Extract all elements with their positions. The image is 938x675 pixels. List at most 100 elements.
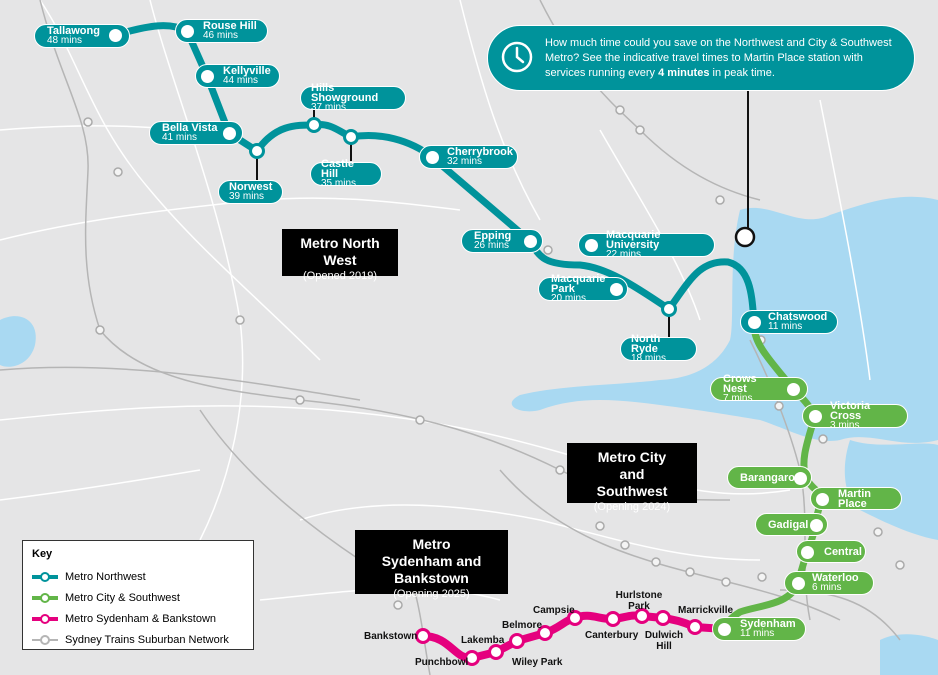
station-marker	[584, 238, 598, 252]
legend-title: Key	[32, 548, 53, 560]
station-marker	[800, 545, 814, 559]
station-name: Victoria Cross	[830, 400, 871, 422]
station-name: Castle Hill	[321, 158, 355, 180]
station-marker-north-ryde	[661, 301, 677, 317]
clock-icon	[501, 41, 533, 73]
station-marker-belmore	[537, 625, 553, 641]
legend-label: Sydney Trains Suburban Network	[65, 633, 229, 646]
station-martin-place: Martin Place	[810, 487, 902, 510]
station-label-campsie: Campsie	[533, 605, 575, 616]
region-title: Metro City and Southwest	[596, 449, 668, 499]
station-travel-time: 20 mins	[551, 293, 587, 304]
station-label-marrickville: Marrickville	[678, 605, 734, 616]
station-label-wiley-park: Wiley Park	[512, 657, 563, 668]
station-travel-time: 48 mins	[47, 35, 83, 46]
station-name: Central	[824, 545, 862, 558]
legend-item-northwest: Metro Northwest	[32, 566, 244, 587]
station-name: Gadigal	[768, 518, 809, 531]
station-name: Crows Nest	[723, 373, 757, 395]
station-travel-time: 41 mins	[162, 132, 198, 143]
station-travel-time: 18 mins	[631, 353, 667, 364]
station-label-canterbury: Canterbury	[585, 630, 639, 641]
station-name: Macquarie University	[606, 229, 661, 251]
legend-label: Metro Northwest	[65, 570, 146, 583]
station-barangaroo: Barangaroo	[727, 466, 812, 489]
station-name: Macquarie Park	[551, 273, 606, 295]
region-metro-sydenham-bankstown: Metro Sydenham and Bankstown (Opening 20…	[355, 530, 508, 600]
station-travel-time: 26 mins	[474, 240, 510, 251]
station-marker	[425, 150, 439, 164]
station-marker	[200, 69, 214, 83]
station-name: Hills Showground	[311, 82, 379, 104]
station-travel-time: 44 mins	[223, 75, 259, 86]
callout-text-end: in peak time.	[709, 67, 775, 79]
station-label-belmore: Belmore	[502, 620, 543, 631]
region-metro-city-southwest: Metro City and Southwest (Opening 2024)	[567, 443, 697, 513]
travel-time-callout: How much time could you save on the Nort…	[487, 25, 915, 91]
station-travel-time: 37 mins	[311, 102, 347, 113]
station-marker-castle-hill	[343, 129, 359, 145]
station-marker	[791, 576, 805, 590]
station-travel-time: 35 mins	[321, 178, 357, 189]
callout-frequency: 4 minutes	[658, 67, 710, 79]
region-title: Metro Sydenham and Bankstown	[381, 536, 482, 586]
station-marker-hills-showground	[306, 117, 322, 133]
legend-label: Metro Sydenham & Bankstown	[65, 612, 217, 625]
station-marker-dulwich-hill	[655, 610, 671, 626]
station-central: Central	[796, 540, 866, 563]
station-marker-lakemba	[488, 644, 504, 660]
station-travel-time: 7 mins	[723, 393, 753, 404]
station-marker	[523, 234, 537, 248]
region-metro-north-west: Metro North West (Opened 2019)	[282, 229, 398, 282]
station-marker	[793, 471, 807, 485]
station-travel-time: 39 mins	[229, 191, 265, 202]
station-marker	[717, 622, 731, 636]
station-travel-time: 32 mins	[447, 156, 483, 167]
station-label-punchbowl: Punchbowl	[415, 657, 469, 668]
station-marker-campsie	[567, 610, 583, 626]
region-title: Metro North West	[300, 235, 380, 268]
station-name: Chatswood	[768, 311, 828, 323]
suburban-stations	[83, 105, 905, 610]
station-marker	[609, 282, 623, 296]
legend-item-city-southwest: Metro City & Southwest	[32, 587, 244, 608]
station-travel-time: 11 mins	[740, 628, 775, 639]
station-marker	[222, 126, 236, 140]
station-travel-time: 6 mins	[812, 582, 842, 593]
station-travel-time: 22 mins	[606, 249, 642, 260]
legend-label: Metro City & Southwest	[65, 591, 180, 604]
station-name: Sydenham	[740, 618, 796, 630]
station-marker	[108, 28, 122, 42]
callout-text: How much time could you save on the Nort…	[545, 37, 892, 79]
station-label-lakemba: Lakemba	[461, 635, 505, 646]
region-subtitle: (Opened 2019)	[303, 270, 377, 282]
metro-city-southwest-line	[720, 321, 826, 631]
station-marker	[747, 315, 761, 329]
station-name: Waterloo	[812, 572, 859, 584]
station-marker	[180, 24, 194, 38]
station-marker	[786, 382, 800, 396]
station-marker-canterbury	[605, 611, 621, 627]
station-name: Martin Place	[838, 487, 871, 510]
station-name: Kellyville	[223, 65, 271, 77]
station-travel-time: 46 mins	[203, 30, 239, 41]
station-marker-norwest	[249, 143, 265, 159]
station-marker-marrickville	[687, 619, 703, 635]
station-name: Barangaroo	[740, 471, 802, 484]
station-name: Norwest	[229, 181, 273, 193]
station-marker	[808, 409, 822, 423]
station-marker	[809, 518, 823, 532]
station-marker-hurlstone-park	[634, 608, 650, 624]
station-dots	[249, 117, 703, 666]
station-marker-wiley-park	[509, 633, 525, 649]
legend: Key Metro Northwest Metro City & Southwe…	[22, 540, 254, 650]
station-name: North Ryde	[631, 333, 661, 355]
station-name: Tallawong	[47, 25, 100, 37]
